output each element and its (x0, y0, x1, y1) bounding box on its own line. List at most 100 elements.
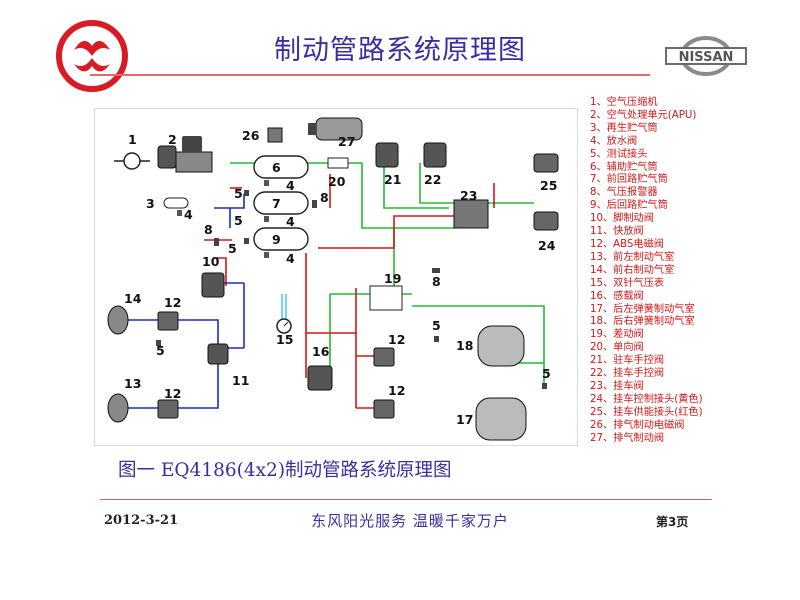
label-17: 17 (456, 412, 473, 427)
footer-date: 2012-3-21 (104, 513, 179, 528)
spring-chambers (475, 325, 527, 441)
label-12c: 12 (388, 332, 405, 347)
figure-caption: 图一 EQ4186(4x2)制动管路系统原理图 (118, 460, 452, 481)
label-8b: 8 (204, 222, 213, 237)
label-4a: 4 (184, 207, 193, 222)
pressure-alarms-8 (214, 200, 440, 273)
page-number: 第3页 (656, 515, 689, 529)
drain-valves-4 (177, 180, 269, 258)
legend-item: 9、后回路贮气筒 (590, 200, 668, 212)
legend-item: 7、前回路贮气筒 (590, 174, 668, 186)
exhaust-solenoid-26 (267, 127, 283, 143)
legend-item: 13、前左制动气室 (590, 251, 675, 263)
legend-item: 12、ABS电磁阀 (590, 238, 664, 250)
label-22: 22 (424, 172, 441, 187)
abs-valves-12 (157, 311, 395, 419)
legend-item: 26、排气制动电磁阀 (590, 419, 685, 431)
legend-item: 16、感载阀 (590, 290, 644, 302)
label-7: 7 (272, 196, 281, 211)
legend-item: 8、气压报警器 (590, 187, 658, 199)
label-20: 20 (328, 174, 346, 189)
footer-divider (100, 499, 712, 500)
load-valve-16 (307, 365, 333, 391)
legend-item: 5、测试接头 (590, 148, 648, 160)
label-11: 11 (232, 373, 249, 388)
legend-item: 20、单向阀 (590, 342, 644, 354)
nissan-logo-text: NISSAN (679, 50, 734, 65)
foot-brake-valve-10 (201, 272, 225, 298)
legend-item: 10、脚制动阀 (590, 213, 654, 225)
footer-slogan: 东风阳光服务 温暖千家万户 (311, 512, 509, 530)
label-4d: 4 (286, 251, 295, 266)
legend-item: 2、空气处理单元(APU) (590, 109, 697, 121)
label-3: 3 (146, 196, 155, 211)
legend-item: 19、差动阀 (590, 329, 644, 341)
label-1: 1 (128, 132, 137, 147)
label-5d: 5 (156, 343, 165, 358)
legend-item: 23、挂车阀 (590, 380, 644, 392)
label-18: 18 (456, 338, 473, 353)
label-16: 16 (312, 344, 330, 359)
label-27: 27 (338, 134, 355, 149)
label-23: 23 (460, 188, 477, 203)
legend-item: 21、驻车手控阀 (590, 355, 665, 367)
label-14: 14 (124, 291, 142, 306)
label-6: 6 (272, 160, 281, 175)
legend-item: 27、排气制动阀 (590, 432, 665, 444)
label-19: 19 (384, 271, 401, 286)
nissan-logo: NISSAN (665, 36, 747, 76)
relay-valve-19 (369, 285, 403, 311)
legend-item: 4、放水阀 (590, 135, 638, 147)
label-4c: 4 (286, 214, 295, 229)
apu-2 (157, 136, 213, 173)
quick-release-11 (207, 343, 229, 365)
tank-7 (253, 191, 309, 215)
label-8c: 8 (432, 274, 441, 289)
front-chambers (107, 305, 129, 423)
legend-item: 15、双针气压表 (590, 277, 665, 289)
legend-item: 25、挂车供能接头(红色) (590, 406, 703, 418)
label-5a: 5 (234, 186, 243, 201)
legend-item: 17、后左弹簧制动气室 (590, 303, 695, 315)
brake-system-diagram: 1 2 3 4 4 4 4 5 5 5 5 5 5 6 7 8 8 8 9 10… (94, 108, 578, 446)
label-10: 10 (202, 254, 220, 269)
label-5f: 5 (542, 366, 551, 381)
legend-item: 3、再生贮气筒 (590, 122, 658, 134)
legend-item: 14、前右制动气室 (590, 264, 675, 276)
label-2: 2 (168, 132, 177, 147)
gauge-lines-cyan (281, 294, 287, 323)
legend-item: 1、空气压缩机 (590, 97, 658, 108)
label-12a: 12 (164, 295, 181, 310)
label-5b: 5 (234, 213, 243, 228)
dongfeng-logo (56, 20, 128, 92)
label-8a: 8 (320, 190, 329, 205)
label-12b: 12 (164, 386, 181, 401)
label-15: 15 (276, 332, 293, 347)
label-4b: 4 (286, 178, 295, 193)
label-5c: 5 (228, 241, 237, 256)
label-21: 21 (384, 172, 401, 187)
air-gauge-15 (276, 318, 292, 334)
legend-item: 18、后右弹簧制动气室 (590, 316, 695, 328)
label-5e: 5 (432, 318, 441, 333)
tank-9 (253, 227, 309, 251)
label-12d: 12 (388, 383, 405, 398)
label-24: 24 (538, 238, 556, 253)
legend-item: 22、挂车手控阀 (590, 368, 665, 380)
exhaust-brake-valve-27 (308, 117, 363, 141)
label-13: 13 (124, 376, 141, 391)
check-valve-20 (327, 157, 349, 169)
legend-item: 24、挂车控制接头(黄色) (590, 393, 703, 405)
test-connectors-5 (156, 190, 547, 389)
tank-6 (253, 155, 309, 179)
page-title: 制动管路系统原理图 (274, 35, 526, 66)
regen-tank-3 (163, 197, 189, 209)
parking-hand-valve-21 (375, 142, 399, 168)
trailer-connectors (533, 153, 559, 231)
title-divider (90, 74, 650, 76)
legend-item: 11、快放阀 (590, 226, 644, 238)
legend-item: 6、辅助贮气筒 (590, 161, 658, 173)
label-25: 25 (540, 178, 557, 193)
trailer-valve-23 (453, 199, 489, 229)
